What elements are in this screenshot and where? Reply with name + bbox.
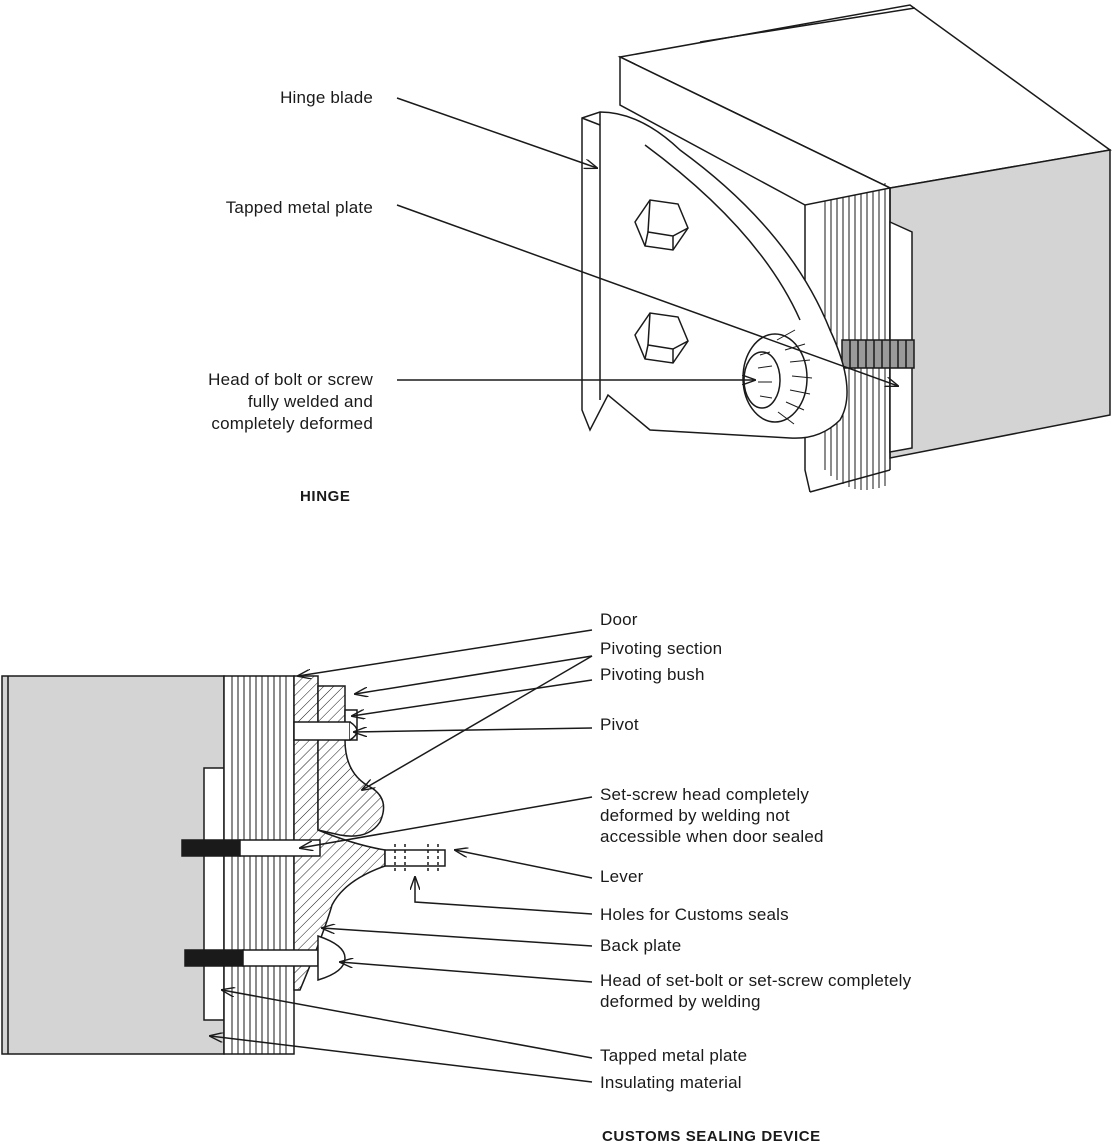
inner-tapped-plate [203, 767, 225, 1021]
label-lever: Lever [600, 867, 644, 886]
leader-set-bolt [340, 962, 593, 983]
leader-pivoting-section-2 [362, 655, 593, 790]
leader-lever [455, 850, 593, 879]
leader-pivoting-bush [352, 679, 593, 716]
label-hinge-bolt-head-1: Head of bolt or screw [208, 370, 373, 389]
hinge-welded-head [742, 329, 813, 425]
door-front-face [619, 55, 893, 206]
label-door: Door [600, 610, 638, 629]
leader-pivoting-section [355, 655, 593, 694]
set-screw-upper [181, 839, 321, 857]
label-pivot: Pivot [600, 715, 639, 734]
hinge-tapped-plate [889, 220, 913, 453]
caption-sealing-device: CUSTOMS SEALING DEVICE [602, 1128, 821, 1145]
hinge-bolt-lower [634, 312, 689, 364]
label-hinge-bolt-head-2: fully welded and [247, 392, 373, 411]
hinge-threaded-bolt [841, 339, 915, 369]
label-pivoting-section: Pivoting section [600, 639, 723, 658]
label-set-bolt-1: Head of set-bolt or set-screw completely [600, 971, 912, 990]
pivoting-section [317, 685, 385, 837]
label-tapped-plate: Tapped metal plate [600, 1046, 748, 1065]
label-hinge-blade: Hinge blade [280, 88, 373, 107]
caption-hinge: HINGE [300, 488, 351, 505]
door-side-face [889, 149, 1111, 459]
lever [384, 849, 446, 867]
leader-pivot [354, 728, 593, 732]
hinge-bolt-upper [634, 199, 689, 251]
pivot-pin [293, 721, 351, 741]
label-pivoting-bush: Pivoting bush [600, 665, 705, 684]
label-set-screw-2: deformed by welding not [600, 806, 790, 825]
leader-tapped-plate [222, 990, 593, 1059]
leader-door [298, 629, 593, 676]
leader-set-screw [300, 796, 593, 848]
label-insulating: Insulating material [600, 1073, 742, 1092]
leader-hinge-blade [396, 97, 597, 168]
label-hinge-tapped-plate: Tapped metal plate [225, 198, 373, 217]
label-holes: Holes for Customs seals [600, 905, 789, 924]
leader-insulating [210, 1036, 593, 1083]
label-set-screw-1: Set-screw head completely [600, 785, 810, 804]
hinge-drawing [396, 4, 1112, 493]
container-wall [1, 675, 225, 1055]
leader-back-plate [322, 928, 593, 947]
leader-hinge-tapped-plate [396, 204, 898, 386]
sealing-device-drawing [1, 629, 593, 1083]
label-set-bolt-2: deformed by welding [600, 992, 761, 1011]
leader-holes [415, 877, 593, 915]
set-bolt-lower [184, 934, 346, 982]
label-hinge-bolt-head-3: completely deformed [211, 414, 373, 433]
label-set-screw-3: accessible when door sealed [600, 827, 824, 846]
label-back-plate: Back plate [600, 936, 682, 955]
